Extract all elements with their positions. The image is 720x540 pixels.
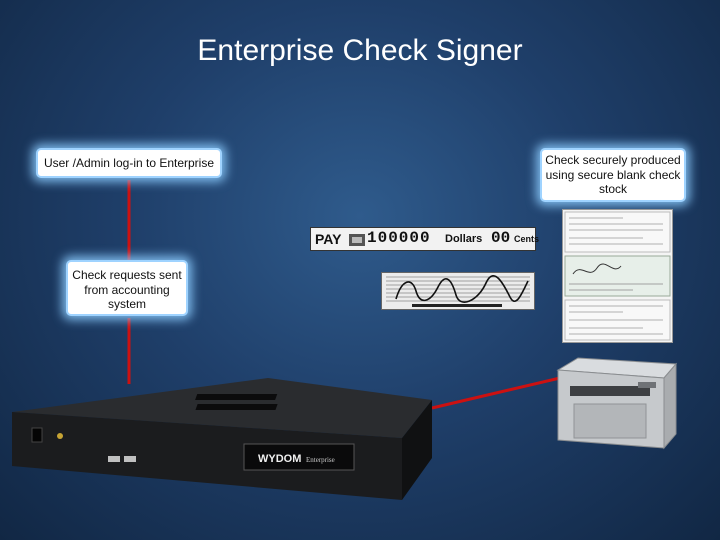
pay-cents-label: Cents: [514, 234, 540, 244]
pay-label: PAY: [315, 231, 342, 247]
page-title: Enterprise Check Signer: [197, 34, 523, 67]
power-switch-icon: [31, 427, 43, 443]
device-model: Enterprise: [306, 456, 335, 464]
callout-secure-production: Check securely produced using secure bla…: [540, 148, 686, 202]
pay-amount: 100000: [367, 229, 431, 247]
pay-emblem-icon: [349, 234, 365, 246]
callout-user-login: User /Admin log-in to Enterprise: [36, 148, 222, 178]
connector-device-to-printer: [431, 376, 561, 410]
pay-dollars-label: Dollars: [445, 233, 483, 245]
vent-grille: [195, 394, 278, 410]
usb-port-icon: [124, 456, 136, 462]
status-led-icon: [57, 433, 63, 439]
callout-check-requests: Check requests sent from accounting syst…: [66, 260, 188, 316]
blank-check-stock: [562, 209, 673, 343]
pay-cents-value: 00: [491, 229, 511, 247]
device-label-plate: [243, 443, 355, 471]
printer-icon: [556, 357, 678, 450]
usb-port-icon: [108, 456, 120, 462]
check-pay-line: PAY 100000 Dollars 00 Cents: [310, 227, 540, 251]
signature-icon: [386, 275, 530, 307]
signature-image: [381, 272, 535, 310]
appliance-device: WYDOM Enterprise: [12, 378, 432, 500]
check-stack-icon: [564, 211, 671, 341]
device-brand: WYDOM: [258, 453, 301, 465]
